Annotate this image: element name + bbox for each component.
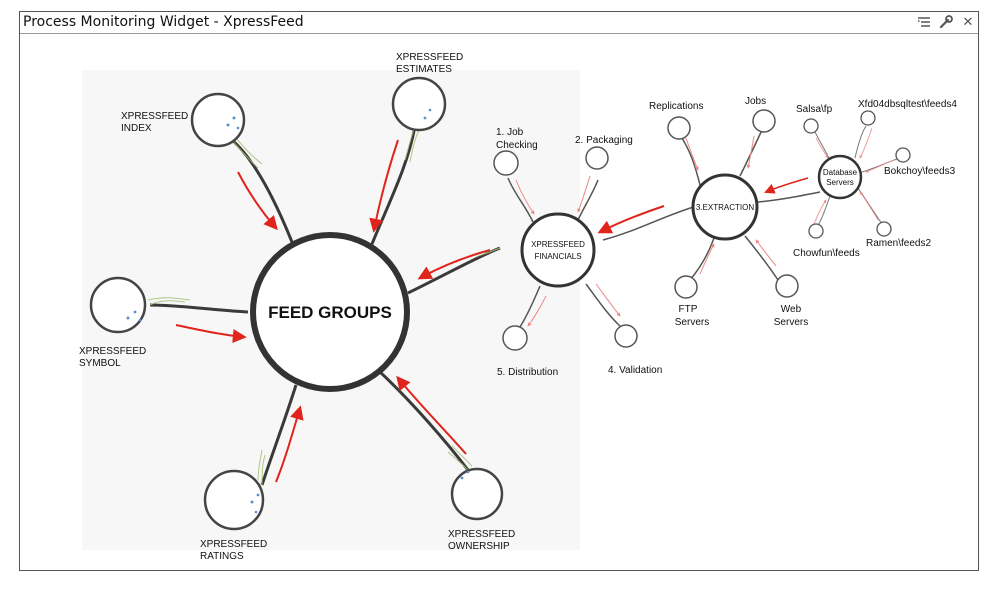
financials-label-2: FINANCIALS: [534, 252, 581, 261]
label-symbol-2: SYMBOL: [79, 358, 121, 369]
node-ownership[interactable]: XPRESSFEED OWNERSHIP: [448, 467, 515, 552]
node-replications[interactable]: Replications: [649, 101, 703, 140]
label-estimates-2: ESTIMATES: [396, 64, 452, 75]
flow-arrows: [175, 139, 491, 483]
node-web-servers[interactable]: Web Servers: [774, 274, 808, 328]
node-index[interactable]: XPRESSFEED INDEX: [121, 92, 246, 148]
node-database-servers[interactable]: Database Servers: [817, 154, 863, 200]
label-ftp-2: Servers: [675, 317, 709, 328]
node-job-checking[interactable]: 1. Job Checking: [493, 127, 538, 176]
arrow-db-to-extraction: [764, 177, 809, 194]
label-ratings-2: RATINGS: [200, 551, 244, 562]
extraction-label: 3.EXTRACTION: [696, 203, 754, 212]
label-index-2: INDEX: [121, 123, 152, 134]
hub-label: FEED GROUPS: [268, 303, 392, 322]
arrow-extraction-to-financials: [597, 205, 665, 234]
extraction-arrows: [685, 135, 777, 275]
node-ftp-servers[interactable]: FTP Servers: [674, 275, 709, 328]
fiber-strands: [147, 125, 501, 486]
node-salsa[interactable]: Salsa\fp: [796, 104, 833, 134]
node-xfd04[interactable]: Xfd04dbsqltest\feeds4: [858, 99, 957, 126]
wrench-icon[interactable]: [938, 14, 954, 30]
hub-feed-groups[interactable]: FEED GROUPS: [250, 232, 410, 392]
node-ratings[interactable]: XPRESSFEED RATINGS: [200, 469, 267, 562]
node-financials[interactable]: XPRESSFEED FINANCIALS: [520, 212, 596, 288]
label-ramen: Ramen\feeds2: [866, 238, 931, 249]
label-validation: 4. Validation: [608, 365, 662, 376]
label-xfd04: Xfd04dbsqltest\feeds4: [858, 99, 957, 110]
label-estimates-1: XPRESSFEED: [396, 52, 463, 63]
list-icon[interactable]: [916, 14, 932, 30]
financials-arrows: [515, 175, 621, 327]
node-symbol[interactable]: XPRESSFEED SYMBOL: [79, 276, 147, 369]
db-label-1: Database: [823, 168, 858, 177]
db-label-2: Servers: [826, 178, 854, 187]
activity-dots: [126, 108, 470, 514]
label-replications: Replications: [649, 101, 703, 112]
node-ramen[interactable]: Ramen\feeds2: [866, 221, 931, 249]
node-validation[interactable]: 4. Validation: [608, 324, 662, 376]
label-distribution: 5. Distribution: [497, 367, 558, 378]
label-symbol-1: XPRESSFEED: [79, 346, 146, 357]
label-chowfun: Chowfun\feeds: [793, 248, 860, 259]
widget-titlebar: Process Monitoring Widget - XpressFeed ✕: [20, 12, 978, 34]
label-ownership-1: XPRESSFEED: [448, 529, 515, 540]
label-salsa: Salsa\fp: [796, 104, 833, 115]
label-web-2: Servers: [774, 317, 808, 328]
node-extraction[interactable]: 3.EXTRACTION: [691, 173, 759, 241]
label-ownership-2: OWNERSHIP: [448, 541, 510, 552]
node-jobs[interactable]: Jobs: [745, 96, 776, 133]
label-packaging: 2. Packaging: [575, 135, 633, 146]
label-web-1: Web: [781, 304, 802, 315]
node-distribution[interactable]: 5. Distribution: [497, 325, 558, 378]
financials-label-1: XPRESSFEED: [531, 240, 585, 249]
close-icon[interactable]: ✕: [962, 14, 974, 29]
label-ftp-1: FTP: [679, 304, 698, 315]
node-chowfun[interactable]: Chowfun\feeds: [793, 223, 860, 259]
label-jobs: Jobs: [745, 96, 766, 107]
db-arrows: [813, 127, 895, 225]
label-bokchoy: Bokchoy\feeds3: [884, 166, 956, 177]
node-packaging[interactable]: 2. Packaging: [575, 135, 633, 170]
node-bokchoy[interactable]: Bokchoy\feeds3: [884, 147, 956, 177]
widget-title: Process Monitoring Widget - XpressFeed: [23, 14, 304, 30]
label-job-checking-1: 1. Job: [496, 127, 524, 138]
label-ratings-1: XPRESSFEED: [200, 539, 267, 550]
node-estimates[interactable]: XPRESSFEED ESTIMATES: [391, 52, 463, 132]
label-index-1: XPRESSFEED: [121, 111, 188, 122]
label-job-checking-2: Checking: [496, 140, 538, 151]
